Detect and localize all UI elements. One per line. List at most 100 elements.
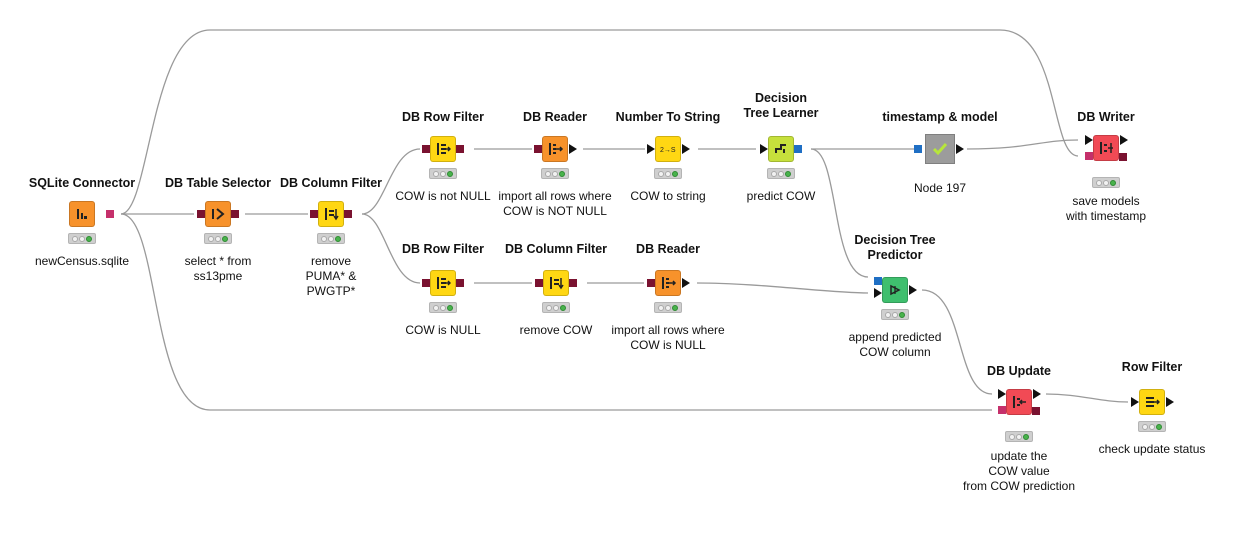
input-port-data[interactable] (998, 389, 1006, 399)
output-port[interactable] (1166, 397, 1174, 407)
output-port-connection[interactable] (1032, 407, 1040, 415)
node-label: newCensus.sqlite (34, 254, 130, 268)
input-port[interactable] (310, 210, 318, 218)
decision-tree-learner-icon[interactable] (768, 136, 794, 162)
output-port[interactable] (682, 144, 690, 154)
node-label: remove PUMA* & PWGTP* (305, 254, 357, 298)
node-title: DB Row Filter (402, 110, 484, 124)
node-label: update the COW value from COW prediction (962, 449, 1076, 493)
output-port[interactable] (1033, 389, 1041, 399)
input-port[interactable] (647, 144, 655, 154)
row-filter-icon[interactable] (430, 136, 456, 162)
input-port[interactable] (914, 145, 922, 153)
node-label: predict COW (746, 189, 816, 203)
output-port[interactable] (456, 145, 464, 153)
sqlite-connector-icon[interactable] (69, 201, 95, 227)
input-port[interactable] (535, 279, 543, 287)
connection (696, 282, 869, 294)
model-input-port[interactable] (874, 277, 882, 285)
data-input-port[interactable] (874, 288, 882, 298)
node-status-indicator (429, 168, 457, 179)
node-status-indicator (881, 309, 909, 320)
row-filter-icon[interactable] (1139, 389, 1165, 415)
svg-text:2→S: 2→S (660, 147, 676, 154)
node-title: Decision Tree Predictor (854, 233, 936, 262)
input-port[interactable] (422, 145, 430, 153)
input-port[interactable] (647, 279, 655, 287)
node-title: SQLite Connector (28, 176, 136, 190)
node-status-indicator (654, 302, 682, 313)
node-label: import all rows where COW is NULL (611, 323, 725, 352)
db-table-selector-icon[interactable] (205, 201, 231, 227)
input-port-connection[interactable] (1085, 152, 1093, 160)
connection (120, 29, 1079, 215)
db-reader-icon[interactable] (542, 136, 568, 162)
output-port[interactable] (682, 278, 690, 288)
node-title: Number To String (615, 110, 721, 124)
node-status-indicator (429, 302, 457, 313)
node-label: COW is NULL (405, 323, 481, 337)
input-port[interactable] (1131, 397, 1139, 407)
node-title: Decision Tree Learner (743, 91, 819, 120)
node-title: timestamp & model (882, 110, 998, 124)
output-port[interactable] (456, 279, 464, 287)
decision-tree-predictor-icon[interactable] (882, 277, 908, 303)
connection (361, 148, 421, 215)
node-label: COW to string (630, 189, 706, 203)
node-status-indicator (317, 233, 345, 244)
node-title: DB Column Filter (279, 176, 383, 190)
connection (810, 148, 869, 278)
db-writer-icon[interactable] (1093, 135, 1119, 161)
node-title: DB Writer (1077, 110, 1135, 124)
node-title: DB Table Selector (164, 176, 272, 190)
node-label: Node 197 (913, 181, 967, 195)
node-title: DB Reader (636, 242, 700, 256)
output-port[interactable] (909, 285, 917, 295)
input-port[interactable] (534, 145, 542, 153)
input-port-connection[interactable] (998, 406, 1006, 414)
row-filter-icon[interactable] (430, 270, 456, 296)
node-label: append predicted COW column (848, 330, 942, 359)
column-filter-icon[interactable] (318, 201, 344, 227)
metanode-check-icon[interactable] (925, 134, 955, 164)
connection (1045, 393, 1129, 403)
output-port[interactable] (569, 279, 577, 287)
node-title: Row Filter (1121, 360, 1183, 374)
node-label: remove COW (519, 323, 593, 337)
connection (966, 139, 1079, 150)
node-status-indicator (767, 168, 795, 179)
input-port-data[interactable] (1085, 135, 1093, 145)
db-update-icon[interactable] (1006, 389, 1032, 415)
connection (120, 213, 992, 411)
node-label: select * from ss13pme (184, 254, 252, 283)
node-status-indicator (204, 233, 232, 244)
node-title: DB Column Filter (504, 242, 608, 256)
node-status-indicator (1005, 431, 1033, 442)
input-port[interactable] (197, 210, 205, 218)
connection (921, 289, 993, 395)
model-output-port[interactable] (794, 145, 802, 153)
input-port[interactable] (422, 279, 430, 287)
node-status-indicator (1092, 177, 1120, 188)
node-status-indicator (542, 302, 570, 313)
db-reader-icon[interactable] (655, 270, 681, 296)
node-label: save models with timestamp (1065, 194, 1147, 223)
output-port[interactable] (1120, 135, 1128, 145)
node-label: COW is not NULL (395, 189, 491, 203)
node-title: DB Reader (523, 110, 587, 124)
output-port[interactable] (231, 210, 239, 218)
node-title: DB Update (987, 364, 1051, 378)
output-port[interactable] (569, 144, 577, 154)
output-port[interactable] (106, 210, 114, 218)
number-to-string-icon[interactable]: 2→S (655, 136, 681, 162)
node-status-indicator (1138, 421, 1166, 432)
column-filter-icon[interactable] (543, 270, 569, 296)
output-port[interactable] (344, 210, 352, 218)
output-port-connection[interactable] (1119, 153, 1127, 161)
node-status-indicator (541, 168, 569, 179)
input-port[interactable] (760, 144, 768, 154)
node-status-indicator (654, 168, 682, 179)
node-label: import all rows where COW is NOT NULL (498, 189, 612, 218)
output-port[interactable] (956, 144, 964, 154)
